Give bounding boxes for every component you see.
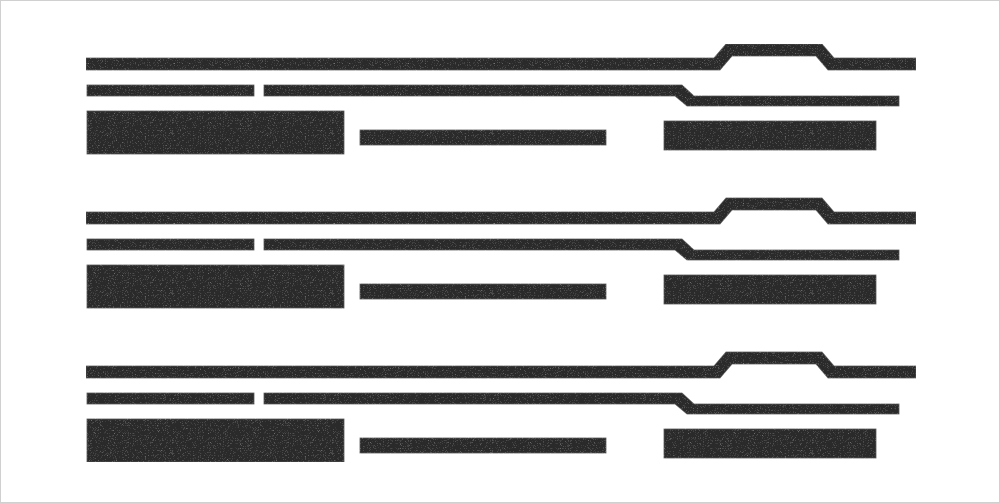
stripe-set-1: [85, 43, 917, 155]
stripe-set-3: [85, 351, 917, 463]
stripe-set-2: [85, 197, 917, 309]
